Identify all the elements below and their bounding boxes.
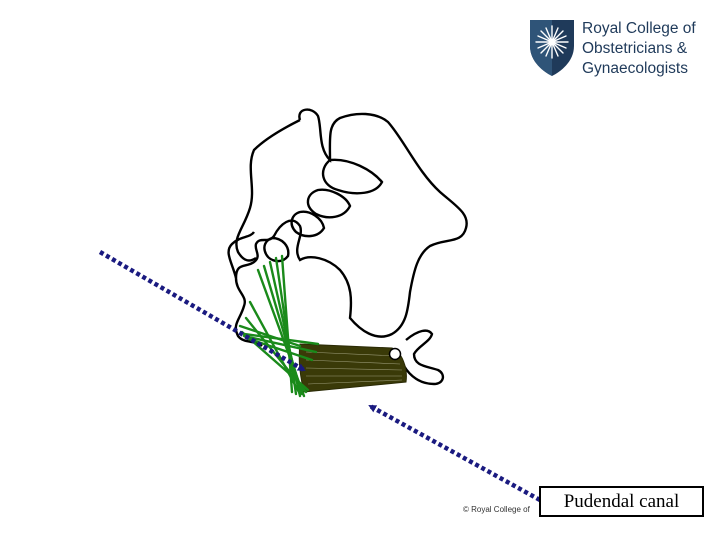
pudendal-canal-label: Pudendal canal bbox=[539, 486, 704, 517]
ischium-outline bbox=[402, 329, 445, 386]
logo-text: Royal College of Obstetricians & Gynaeco… bbox=[582, 19, 696, 79]
logo-line-3: Gynaecologists bbox=[582, 60, 688, 77]
rcog-logo: Royal College of Obstetricians & Gynaeco… bbox=[528, 18, 708, 80]
logo-line-1: Royal College of bbox=[582, 20, 696, 37]
pelvis-bone-outline bbox=[234, 108, 468, 347]
sacral-segment-2 bbox=[306, 188, 352, 219]
sacral-segment-1 bbox=[321, 158, 384, 195]
arrow-upper bbox=[98, 250, 306, 372]
sacrum-outline bbox=[235, 118, 301, 262]
copyright-text: © Royal College of bbox=[463, 505, 530, 514]
arrow-lower bbox=[368, 404, 542, 502]
muscle-fibres bbox=[305, 351, 403, 385]
sacral-segment-3 bbox=[290, 210, 326, 238]
sacrospinous-sacrotuberous-ligaments bbox=[238, 254, 320, 398]
posterior-spine-outline bbox=[227, 231, 255, 279]
logo-line-2: Obstetricians & bbox=[582, 40, 688, 57]
shield-star-icon bbox=[530, 20, 574, 76]
pudendal-canal-opening bbox=[388, 347, 402, 361]
